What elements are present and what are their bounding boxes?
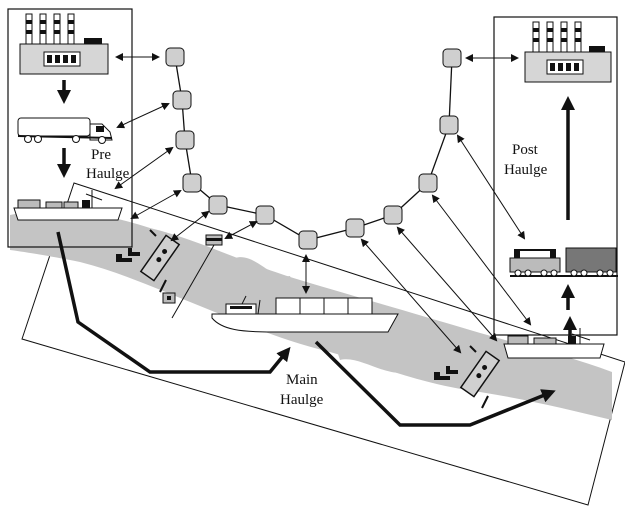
factory-icon (19, 13, 109, 75)
crane-icon (434, 345, 501, 409)
node-icon (298, 230, 318, 250)
node-icon (255, 205, 275, 225)
node-icon (439, 115, 459, 135)
post-haulage-label: Haulge (504, 162, 548, 178)
node-icon (182, 173, 202, 193)
train-icon (509, 247, 618, 277)
node-icon (208, 195, 228, 215)
main-haulage-label: Haulge (280, 392, 324, 408)
ship-icon (211, 295, 399, 333)
node-icon (418, 173, 438, 193)
node-icon (383, 205, 403, 225)
post-haulage-label: Post (512, 142, 539, 158)
truck-icon (17, 117, 113, 144)
node-icon (172, 90, 192, 110)
main-haulage-label: Main (286, 372, 318, 388)
node-icon (165, 47, 185, 67)
node-icon (345, 218, 365, 238)
flow-arrows (56, 80, 577, 427)
node-icon (442, 48, 462, 68)
marker-line (171, 244, 215, 319)
pre-haulage-label: Pre (91, 147, 111, 163)
node-icon (175, 130, 195, 150)
link-arrows (114, 53, 532, 354)
factory-icon (524, 21, 612, 83)
pre-haulage-label: Haulge (86, 166, 130, 182)
barge-icon (503, 328, 605, 359)
barge-icon (13, 190, 123, 221)
